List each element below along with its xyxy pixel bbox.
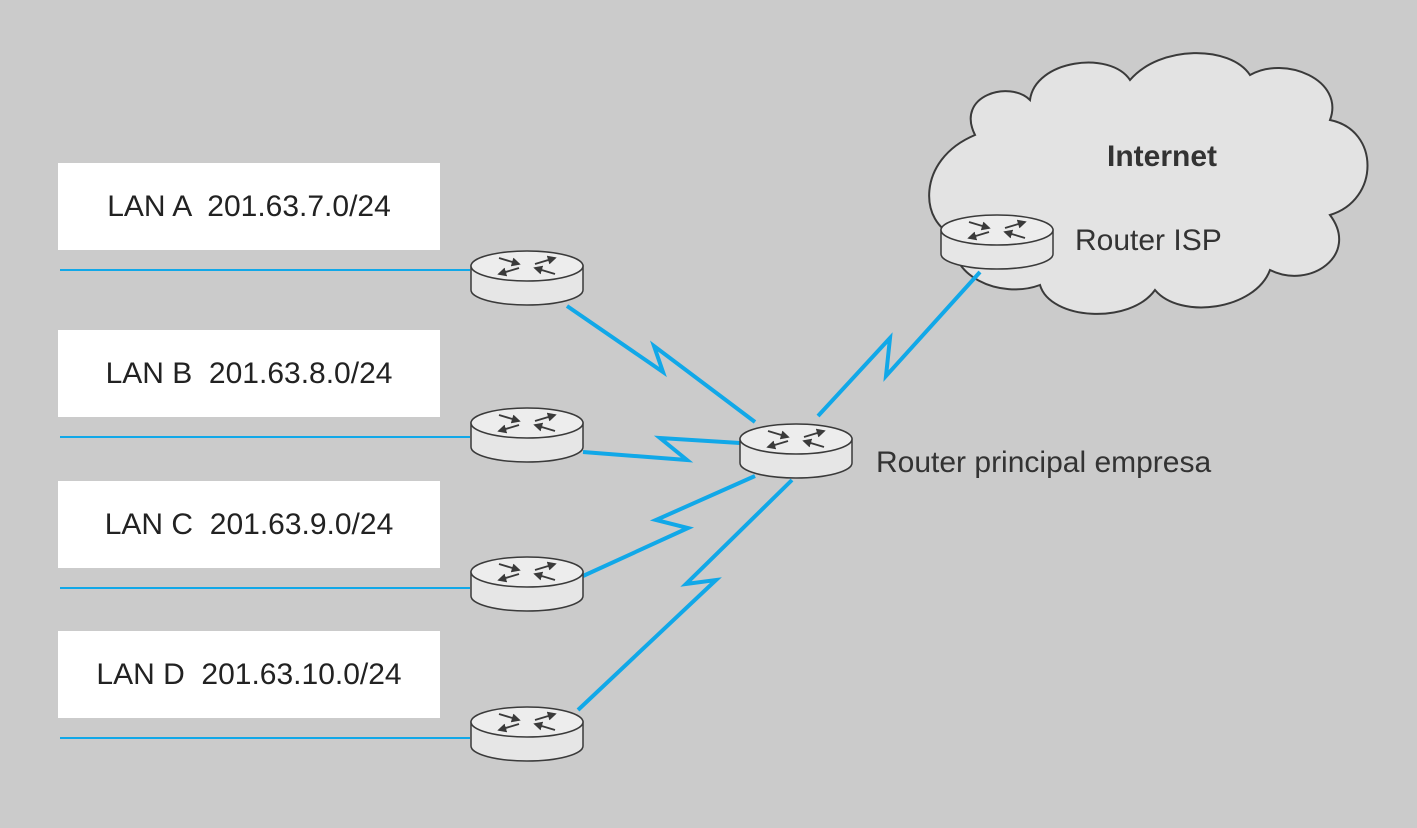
serial-link-icon: [582, 474, 756, 578]
serial-link-icon: [576, 478, 794, 712]
router-icon[interactable]: [471, 251, 583, 305]
router-icon[interactable]: [471, 408, 583, 462]
router-icon[interactable]: [941, 215, 1053, 269]
router-isp-label: Router ISP: [1075, 224, 1222, 257]
serial-link-icon: [565, 304, 757, 424]
router-icon[interactable]: [471, 707, 583, 761]
serial-link-icon: [582, 435, 741, 463]
lan-b-label: LAN B 201.63.8.0/24: [58, 330, 440, 417]
lan-a-label: LAN A 201.63.7.0/24: [58, 163, 440, 250]
router-icon[interactable]: [471, 557, 583, 611]
lan-d-label: LAN D 201.63.10.0/24: [58, 631, 440, 718]
router-icon[interactable]: [740, 424, 852, 478]
serial-link-icon: [816, 270, 982, 418]
main-router-label: Router principal empresa: [876, 446, 1212, 479]
internet-cloud-icon: [928, 52, 1369, 315]
internet-label: Internet: [1107, 140, 1218, 173]
lan-c-label: LAN C 201.63.9.0/24: [58, 481, 440, 568]
